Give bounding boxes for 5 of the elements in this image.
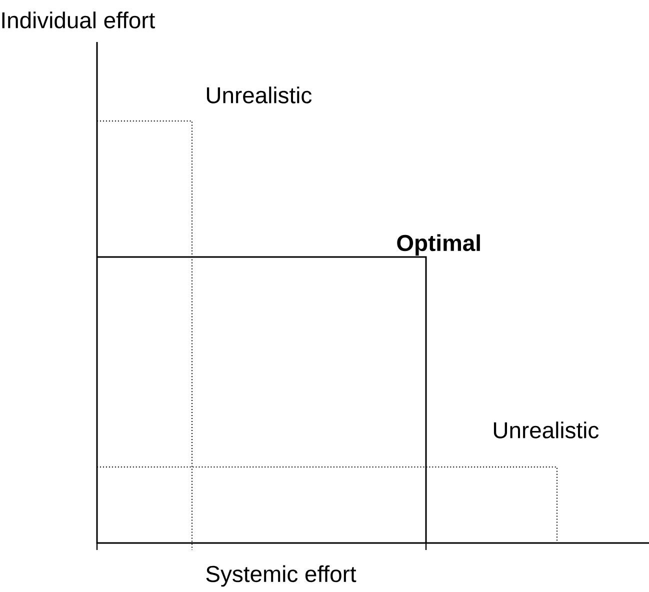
region-label: Optimal: [397, 234, 480, 256]
region-label: Unrealistic: [494, 422, 599, 438]
region-label: Unrealistic: [206, 86, 312, 104]
axis-title: Systemic effort: [206, 565, 356, 587]
axis-title: Individual effort: [2, 12, 155, 28]
